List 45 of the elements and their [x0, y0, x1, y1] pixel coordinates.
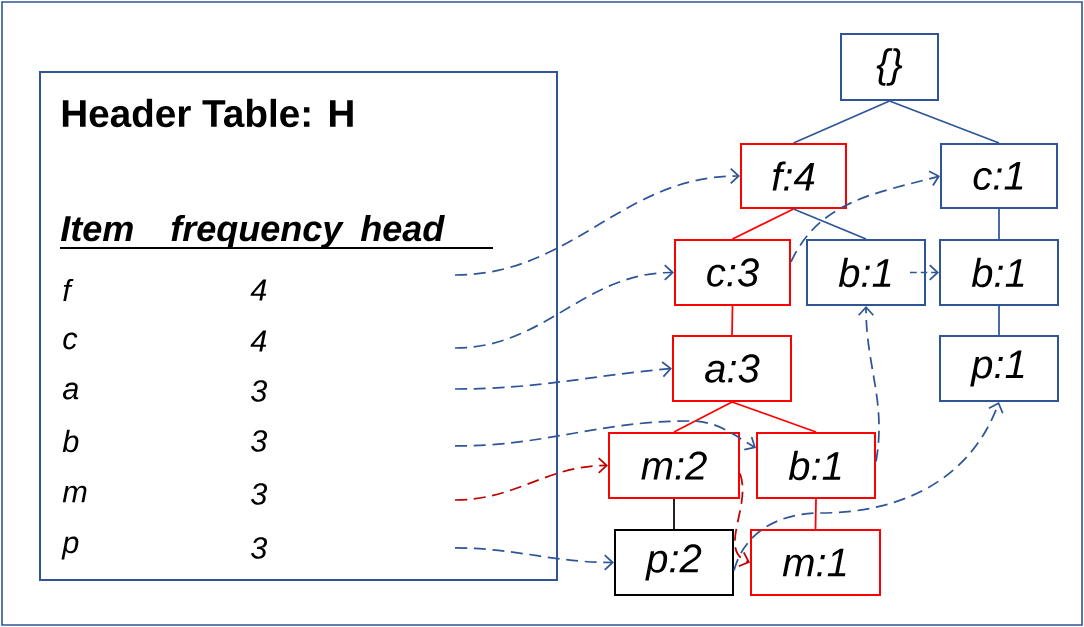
tree-node-box: a:3 — [672, 335, 792, 402]
tree-node-box: c:1 — [940, 143, 1058, 209]
tree-node-box: b:1 — [806, 239, 926, 306]
table-cell: c — [63, 332, 78, 350]
tree-branch — [731, 305, 734, 336]
tree-branch — [792, 100, 891, 144]
table-cell: 3 — [251, 380, 268, 402]
tree-node-box: p:1 — [939, 335, 1059, 402]
tree-branch — [998, 305, 1000, 336]
tree-node-box: c:3 — [674, 239, 791, 306]
table-cell: b — [62, 429, 79, 453]
table-cell: 3 — [251, 483, 268, 505]
tree-branch — [731, 401, 817, 433]
dashed-arrow — [454, 457, 608, 501]
tree-branch — [998, 208, 1000, 240]
tree-branch — [814, 498, 817, 530]
table-cell: m — [62, 485, 87, 503]
table-cell: 3 — [251, 430, 268, 452]
tree-node-box: b:1 — [756, 432, 876, 499]
tree-node-box: {} — [840, 33, 939, 101]
tree-branch — [888, 100, 1000, 144]
table-cell: 4 — [250, 330, 267, 352]
tree-branch — [673, 401, 733, 433]
dashed-arrow — [454, 547, 614, 571]
tree-branch — [792, 208, 867, 240]
dashed-arrow — [733, 402, 1004, 572]
tree-node-box: m:2 — [608, 432, 740, 499]
tree-branch — [731, 208, 795, 240]
dashed-arrow — [857, 306, 880, 463]
table-cell: 4 — [250, 279, 267, 301]
tree-node-box: m:1 — [750, 529, 881, 596]
table-cell: 3 — [251, 537, 268, 559]
tree-node-box: f:4 — [740, 143, 847, 209]
dashed-arrow — [454, 361, 672, 390]
tree-node-box: b:1 — [939, 239, 1059, 306]
tree-node-box: p:2 — [614, 529, 734, 596]
dashed-arrow — [454, 167, 740, 276]
dashed-arrow — [454, 420, 756, 451]
table-cell: p — [61, 536, 79, 560]
table-cell: a — [62, 382, 79, 400]
tree-branch — [673, 498, 675, 530]
dashed-arrow — [454, 264, 674, 349]
dashed-arrow — [734, 472, 750, 568]
dashed-arrow — [909, 264, 939, 281]
table-cell: f — [63, 278, 74, 302]
